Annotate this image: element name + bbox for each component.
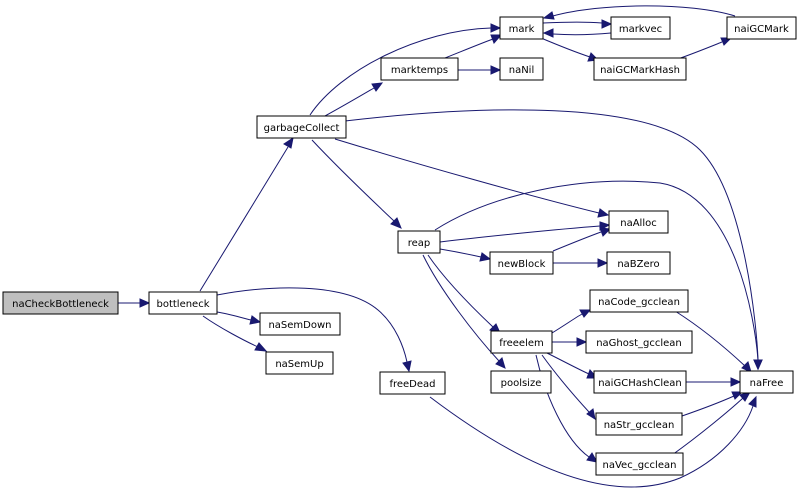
node-naiGCHashClean[interactable]: naiGCHashClean bbox=[593, 370, 687, 394]
edge-freeelem-naVec_gcclean bbox=[535, 354, 590, 458]
node-naSemDown[interactable]: naSemDown bbox=[259, 312, 341, 336]
edge-garbageCollect-mark bbox=[309, 27, 492, 116]
node-label: markvec bbox=[619, 24, 662, 35]
edge-freeelem-naCode_gcclean bbox=[551, 313, 583, 334]
edge-naStr_gcclean-naFree bbox=[681, 395, 735, 417]
node-label: naVec_gcclean bbox=[603, 460, 677, 471]
node-marktemps[interactable]: marktemps bbox=[380, 57, 459, 81]
node-label: bottleneck bbox=[156, 299, 209, 310]
node-garbageCollect[interactable]: garbageCollect bbox=[256, 115, 347, 139]
node-label: freeelem bbox=[499, 338, 544, 349]
node-label: naSemUp bbox=[275, 359, 323, 370]
node-markvec[interactable]: markvec bbox=[610, 16, 671, 40]
node-naiGCMarkHash[interactable]: naiGCMarkHash bbox=[593, 57, 687, 81]
node-label: garbageCollect bbox=[264, 123, 340, 134]
node-label: naCode_gcclean bbox=[598, 297, 680, 308]
edge-garbageCollect-naAlloc bbox=[334, 138, 600, 214]
node-label: newBlock bbox=[498, 259, 546, 270]
edge-garbageCollect-reap bbox=[311, 139, 395, 222]
edge-garbageCollect-marktemps bbox=[324, 87, 375, 117]
node-naGhost_gcclean[interactable]: naGhost_gcclean bbox=[585, 330, 693, 354]
edge-bottleneck-garbageCollect bbox=[199, 146, 289, 292]
node-naCode_gcclean[interactable]: naCode_gcclean bbox=[589, 289, 689, 313]
node-label: reap bbox=[408, 238, 431, 249]
node-naCheckBottleneck[interactable]: naCheckBottleneck bbox=[2, 291, 119, 315]
edge-garbageCollect-naFree bbox=[344, 109, 759, 361]
edge-naiGCMarkHash-naiGCMark bbox=[674, 41, 723, 61]
node-naSemUp[interactable]: naSemUp bbox=[265, 351, 334, 375]
node-reap[interactable]: reap bbox=[397, 230, 441, 254]
edge-naiGCMark-mark bbox=[552, 5, 736, 17]
node-mark[interactable]: mark bbox=[499, 16, 544, 40]
node-label: naCheckBottleneck bbox=[12, 299, 109, 310]
edge-freeelem-naiGCHashClean bbox=[546, 352, 590, 375]
node-naVec_gcclean[interactable]: naVec_gcclean bbox=[595, 452, 684, 476]
node-naNil[interactable]: naNil bbox=[499, 57, 544, 81]
node-label: marktemps bbox=[391, 65, 448, 76]
node-label: naSemDown bbox=[268, 320, 331, 331]
node-label: mark bbox=[509, 24, 535, 35]
node-freeelem[interactable]: freeelem bbox=[490, 330, 553, 354]
node-label: naAlloc bbox=[620, 218, 656, 229]
edge-newBlock-naAlloc bbox=[552, 231, 602, 252]
edge-reap-naFree bbox=[434, 180, 759, 361]
edge-reap-poolsize bbox=[422, 254, 500, 362]
edge-freeDead-naFree bbox=[429, 396, 754, 488]
node-bottleneck[interactable]: bottleneck bbox=[148, 291, 218, 315]
edge-mark-naiGCMarkHash bbox=[540, 37, 591, 58]
node-naStr_gcclean[interactable]: naStr_gcclean bbox=[595, 412, 683, 436]
node-freeDead[interactable]: freeDead bbox=[379, 371, 446, 395]
node-label: naNil bbox=[509, 65, 535, 76]
node-naFree[interactable]: naFree bbox=[739, 370, 794, 394]
edges bbox=[118, 5, 763, 488]
edge-marktemps-mark bbox=[444, 38, 494, 59]
edge-bottleneck-naSemUp bbox=[202, 315, 259, 348]
node-newBlock[interactable]: newBlock bbox=[489, 251, 554, 275]
node-label: naiGCMarkHash bbox=[600, 65, 680, 76]
edge-reap-freeelem bbox=[427, 254, 494, 328]
node-naAlloc[interactable]: naAlloc bbox=[608, 210, 669, 234]
edge-naCode_gcclean-naFree bbox=[674, 310, 746, 367]
node-label: poolsize bbox=[501, 378, 542, 389]
edge-bottleneck-freeDead bbox=[216, 287, 408, 363]
edge-reap-newBlock bbox=[439, 248, 482, 258]
edge-naVec_gcclean-naFree bbox=[671, 397, 744, 456]
nodes: naCheckBottleneck bottleneck garbageColl… bbox=[2, 16, 797, 476]
edge-freeelem-naStr_gcclean bbox=[541, 354, 590, 413]
node-label: naStr_gcclean bbox=[604, 420, 675, 431]
edge-bottleneck-naSemDown bbox=[216, 311, 252, 321]
node-label: naFree bbox=[750, 378, 784, 389]
node-label: naiGCHashClean bbox=[598, 378, 682, 389]
edge-reap-naAlloc bbox=[439, 225, 601, 243]
edge-markvec-mark bbox=[552, 32, 612, 36]
node-label: naiGCMark bbox=[734, 24, 789, 35]
node-naBZero[interactable]: naBZero bbox=[606, 251, 671, 275]
node-poolsize[interactable]: poolsize bbox=[490, 370, 552, 394]
node-label: freeDead bbox=[389, 379, 435, 390]
node-naiGCMark[interactable]: naiGCMark bbox=[726, 16, 797, 40]
edge-mark-markvec bbox=[542, 21, 603, 24]
node-label: naGhost_gcclean bbox=[596, 338, 682, 349]
node-label: naBZero bbox=[617, 259, 659, 270]
